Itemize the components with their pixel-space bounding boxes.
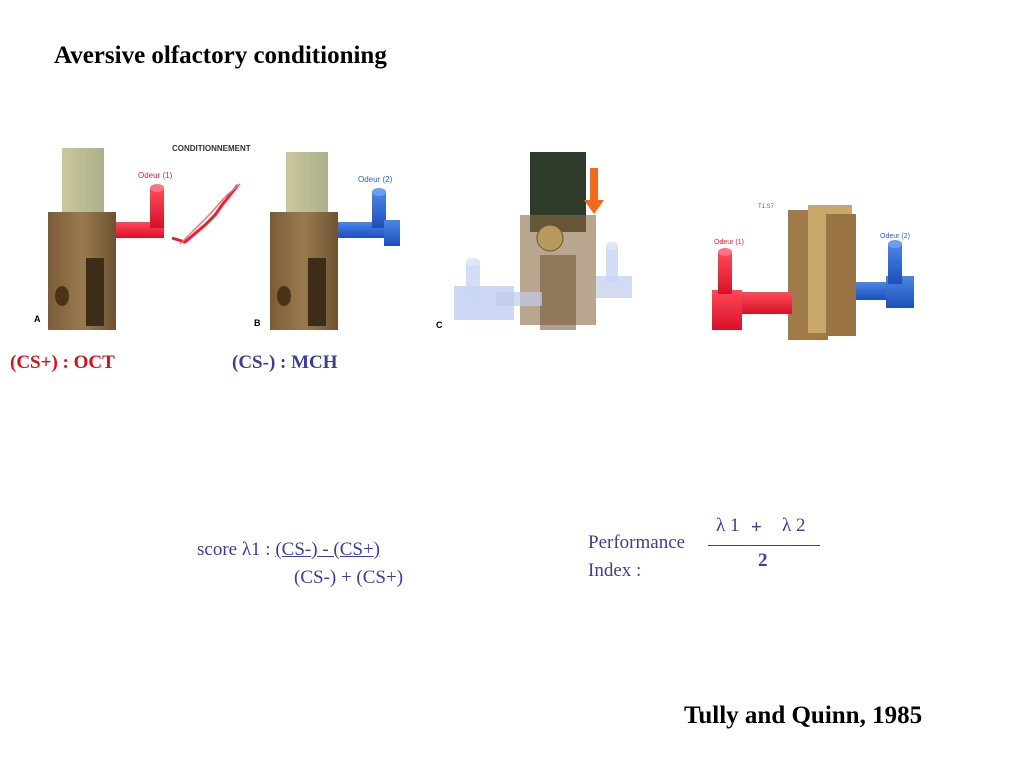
figure-header: CONDITIONNEMENT xyxy=(172,144,251,153)
odor-tube-blue-test xyxy=(856,282,892,300)
panel-letter-c: C xyxy=(436,320,443,330)
odor-label-b: Odeur (2) xyxy=(358,175,393,184)
score-formula: score λ1 : (CS-) - (CS+) xyxy=(197,539,380,561)
odor-label-a: Odeur (1) xyxy=(138,171,173,180)
score-denominator: (CS-) + (CS+) xyxy=(294,567,404,588)
citation: Tully and Quinn, 1985 xyxy=(684,702,923,729)
cs-plus-label: (CS+) : OCT xyxy=(10,352,115,373)
odor-label-test-2: Odeur (2) xyxy=(880,233,910,240)
odor-label-test-1: Odeur (1) xyxy=(714,239,744,246)
panel-c xyxy=(454,152,632,330)
pi-fraction-line xyxy=(708,545,820,546)
pi-plus: + xyxy=(751,517,762,538)
panel-letter-b: B xyxy=(254,318,261,328)
pi-numerator-a: λ 1 xyxy=(716,515,740,536)
test-tag: T1.S7 xyxy=(758,204,775,210)
pi-label-line2: Index : xyxy=(588,560,642,581)
odor-tube-red-test xyxy=(730,292,792,314)
apparatus-block-b xyxy=(270,212,338,330)
pi-numerator-b: λ 2 xyxy=(782,515,806,536)
panel-b xyxy=(270,152,400,330)
arrow-down-icon xyxy=(584,168,604,214)
score-prefix: score λ1 : xyxy=(197,539,276,560)
pi-denominator: 2 xyxy=(758,550,768,571)
apparatus-block-a xyxy=(48,212,116,330)
pi-label-line1: Performance xyxy=(588,532,686,553)
panel-a xyxy=(48,148,241,330)
panel-test xyxy=(712,205,914,340)
page-title: Aversive olfactory conditioning xyxy=(54,42,387,69)
score-numerator: (CS-) - (CS+) xyxy=(275,539,381,560)
cs-minus-label: (CS-) : MCH xyxy=(232,352,338,373)
panel-letter-a: A xyxy=(34,314,41,324)
shock-icon xyxy=(171,184,240,244)
